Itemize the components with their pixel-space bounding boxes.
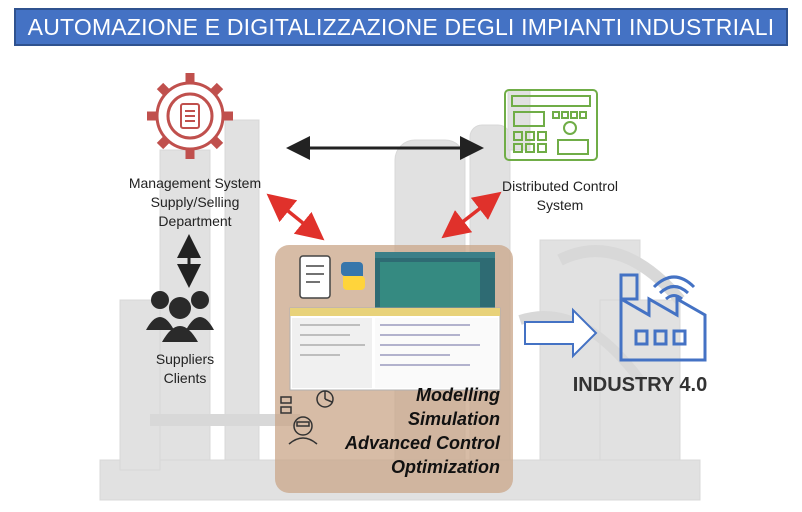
software-screenshot	[289, 252, 501, 391]
engineer-analytics-icon	[280, 390, 334, 445]
script-scroll-icon	[299, 255, 331, 299]
stakeholders-label-line-2: Clients	[163, 370, 207, 386]
workflow-line-3: Advanced Control	[344, 433, 500, 453]
workflow-line-2: Simulation	[407, 409, 500, 429]
industry-label: INDUSTRY 4.0	[572, 374, 708, 396]
gear-document-icon	[147, 73, 233, 159]
management-system-label: Management System Supply/Selling Departm…	[110, 174, 280, 231]
management-label-line-1: Management System	[128, 175, 262, 191]
workflow-label: Modelling Simulation Advanced Control Op…	[300, 383, 500, 479]
dcs-label-line-2: System	[536, 197, 584, 213]
management-workflow-link-arrow	[266, 193, 325, 241]
dcs-label: Distributed Control System	[470, 177, 650, 215]
workflow-line-4: Optimization	[391, 457, 500, 477]
management-label-line-3: Department	[158, 213, 232, 229]
dcs-label-line-1: Distributed Control	[502, 178, 618, 194]
python-logo-icon	[341, 262, 365, 290]
stakeholders-label-line-1: Suppliers	[155, 351, 215, 367]
stakeholders-label: Suppliers Clients	[140, 350, 230, 388]
workflow-line-1: Modelling	[416, 385, 500, 405]
smart-factory-icon	[619, 273, 707, 362]
dcs-workflow-link-arrow	[441, 191, 502, 239]
people-group-icon	[146, 291, 214, 342]
flow-arrow-to-industry	[524, 307, 598, 359]
page-title: AUTOMAZIONE E DIGITALIZZAZIONE DEGLI IMP…	[14, 8, 788, 46]
control-panel-icon	[504, 89, 598, 161]
management-label-line-2: Supply/Selling	[150, 194, 240, 210]
